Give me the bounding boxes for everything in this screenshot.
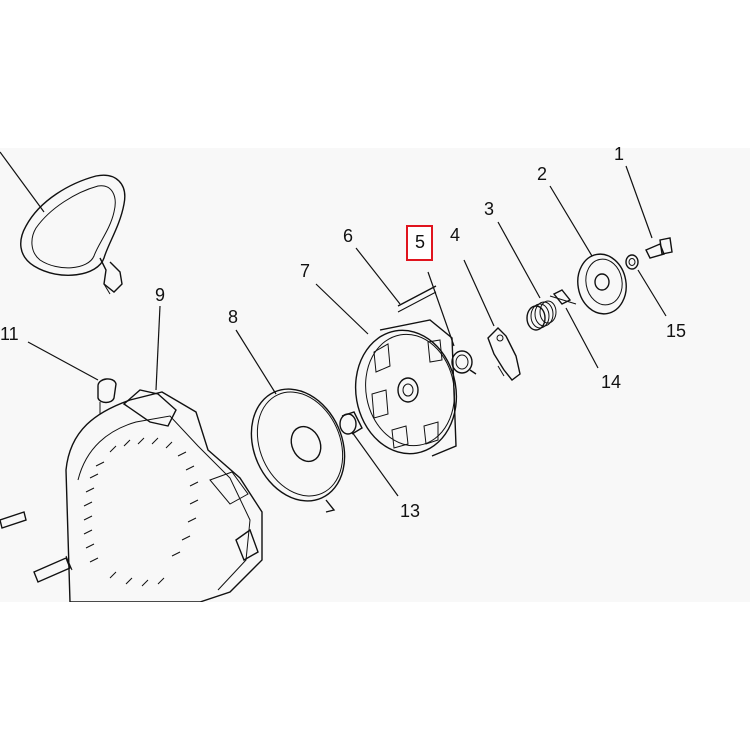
callout-11: 11 (0, 324, 19, 344)
part-3-coil-spring (497, 221, 557, 331)
part-11-pin (27, 341, 117, 414)
callout-8: 8 (228, 307, 239, 327)
callout-5-highlighted: 5 (406, 225, 434, 261)
callout-4: 4 (450, 225, 461, 245)
part-7-reel-pulley (315, 283, 458, 457)
part-5-spring (427, 271, 477, 375)
exploded-parts-drawing (0, 151, 673, 602)
part-starter-housing (65, 305, 263, 602)
part-6-rope (355, 247, 437, 313)
callout-2: 2 (537, 164, 548, 184)
callout-9: 9 (155, 285, 166, 305)
callout-15: 15 (666, 321, 687, 341)
part-13-bushing (339, 411, 399, 497)
part-housing-screws (0, 511, 73, 583)
diagram-canvas (0, 148, 750, 602)
part-2-cover (549, 185, 627, 315)
callout-1: 1 (614, 144, 625, 164)
callout-14: 14 (601, 372, 622, 392)
callout-3: 3 (484, 199, 495, 219)
part-8-friction-plate (235, 329, 346, 513)
part-1-bolt (625, 165, 673, 259)
callout-6: 6 (343, 226, 354, 246)
callout-7: 7 (300, 261, 311, 281)
part-14-washer (549, 289, 599, 369)
part-15-washer (625, 254, 667, 317)
part-starter-handle (0, 151, 126, 295)
callout-13: 13 (400, 501, 421, 521)
part-4-ratchet (463, 259, 521, 381)
